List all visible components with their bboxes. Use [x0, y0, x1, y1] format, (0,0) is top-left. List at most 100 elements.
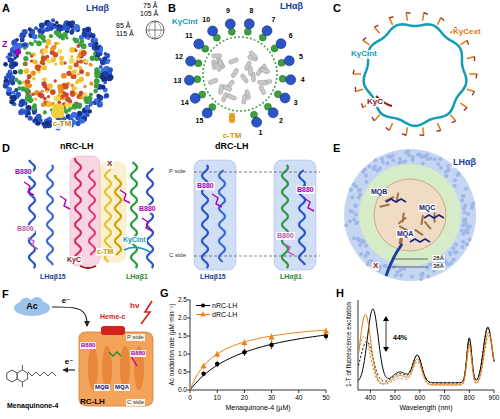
lh-density	[468, 237, 472, 241]
rc-density	[70, 83, 74, 87]
lh-density	[406, 149, 410, 153]
rc-density	[50, 89, 56, 95]
rc-helix	[415, 230, 423, 235]
rc-density	[54, 62, 57, 65]
lh-density	[391, 158, 395, 162]
panel-letter: G	[160, 287, 169, 299]
structure-label: C side	[126, 399, 145, 406]
lh-density	[358, 188, 362, 192]
lh-density	[85, 105, 90, 110]
ctm-tail	[386, 244, 402, 276]
structure-label: LHαβ1	[280, 273, 302, 281]
bchl-pigment	[142, 218, 152, 231]
axis-tick-label: 600	[414, 394, 425, 401]
rc-density	[79, 69, 84, 74]
cloud-part	[14, 300, 50, 316]
bchl-pigment	[212, 194, 222, 207]
helix	[47, 165, 53, 265]
kyc-ext-stick	[406, 12, 410, 14]
rc-density	[25, 79, 30, 84]
lh-density	[74, 24, 80, 30]
carbonyl	[22, 382, 23, 387]
node-text: Ac	[26, 302, 38, 312]
kyc-ext-stick	[374, 25, 378, 27]
helix	[219, 170, 225, 262]
lh-density	[421, 161, 425, 165]
lh-density	[461, 224, 465, 228]
rc-helix	[213, 62, 222, 73]
rc-density	[43, 110, 47, 114]
lh-density	[461, 240, 465, 244]
rc-density	[41, 103, 45, 107]
rc-density	[14, 78, 18, 82]
axis-tick	[494, 390, 495, 393]
rc-density	[81, 43, 87, 49]
helix	[89, 170, 95, 255]
rc-density	[27, 80, 30, 83]
lh-alpha	[262, 26, 272, 36]
lh-density	[385, 162, 389, 166]
lh-density	[470, 203, 474, 207]
lh-density	[344, 223, 348, 227]
data-point	[269, 343, 274, 348]
lh-density	[105, 53, 110, 58]
heme-c	[101, 326, 125, 335]
kyc-ext-stick	[363, 38, 366, 41]
lh-beta	[278, 59, 285, 66]
rc-density	[58, 34, 62, 38]
axis-tick-label: 2.5	[178, 296, 187, 303]
lh-density	[384, 264, 388, 268]
rc-density	[49, 34, 53, 38]
lh-density	[446, 164, 450, 168]
kyc-ext-stick	[467, 40, 468, 44]
lh-density	[419, 277, 423, 281]
axis-tick	[419, 390, 420, 393]
lh-beta	[228, 28, 235, 35]
kyc-int-chain	[124, 247, 150, 252]
lh-density	[373, 164, 377, 168]
lh-density	[398, 268, 402, 272]
axis-tick-label: 0.0	[178, 386, 187, 393]
lh-density	[352, 236, 356, 240]
rc-density	[98, 70, 101, 73]
lh-density	[394, 273, 398, 277]
kyc-ext-stick	[386, 128, 389, 131]
lh-density	[368, 164, 372, 168]
lh-alpha	[194, 39, 204, 49]
legend-text: nRC-LH	[212, 302, 237, 310]
bchl-pigment	[304, 198, 314, 211]
kyc-ext-stick	[464, 108, 467, 111]
rc-density	[23, 62, 26, 65]
lh-density	[364, 174, 368, 178]
lh-density	[99, 65, 103, 69]
rc-density	[83, 85, 86, 88]
rc-helix	[421, 215, 423, 225]
rc-density	[94, 83, 99, 88]
axis-tick	[326, 390, 327, 393]
axis-tick-label: 800	[464, 394, 475, 401]
rc-density	[50, 46, 55, 51]
rc-density	[89, 92, 93, 96]
rc-density	[18, 80, 22, 84]
lh-density	[420, 272, 424, 276]
rc-density	[84, 59, 88, 63]
data-point	[215, 362, 220, 367]
lh-density	[451, 246, 455, 250]
lh-density	[354, 204, 358, 208]
lh-density	[19, 35, 23, 39]
rc-density	[64, 102, 70, 108]
substrate-cloud: Ac	[12, 296, 52, 318]
structure-label: 28Å	[432, 255, 445, 262]
lh-density	[349, 188, 353, 192]
lh-density	[350, 195, 354, 199]
distance-line	[390, 267, 428, 268]
edge-label: e⁻	[61, 297, 72, 306]
axis-tick-label: 1.0	[178, 350, 187, 357]
lh-density	[364, 244, 368, 248]
lh-alpha	[208, 26, 218, 36]
lh-density	[432, 157, 436, 161]
lh-density	[12, 53, 16, 57]
rc-density	[33, 59, 38, 64]
rc-density	[37, 93, 42, 98]
lh-density	[354, 185, 358, 189]
